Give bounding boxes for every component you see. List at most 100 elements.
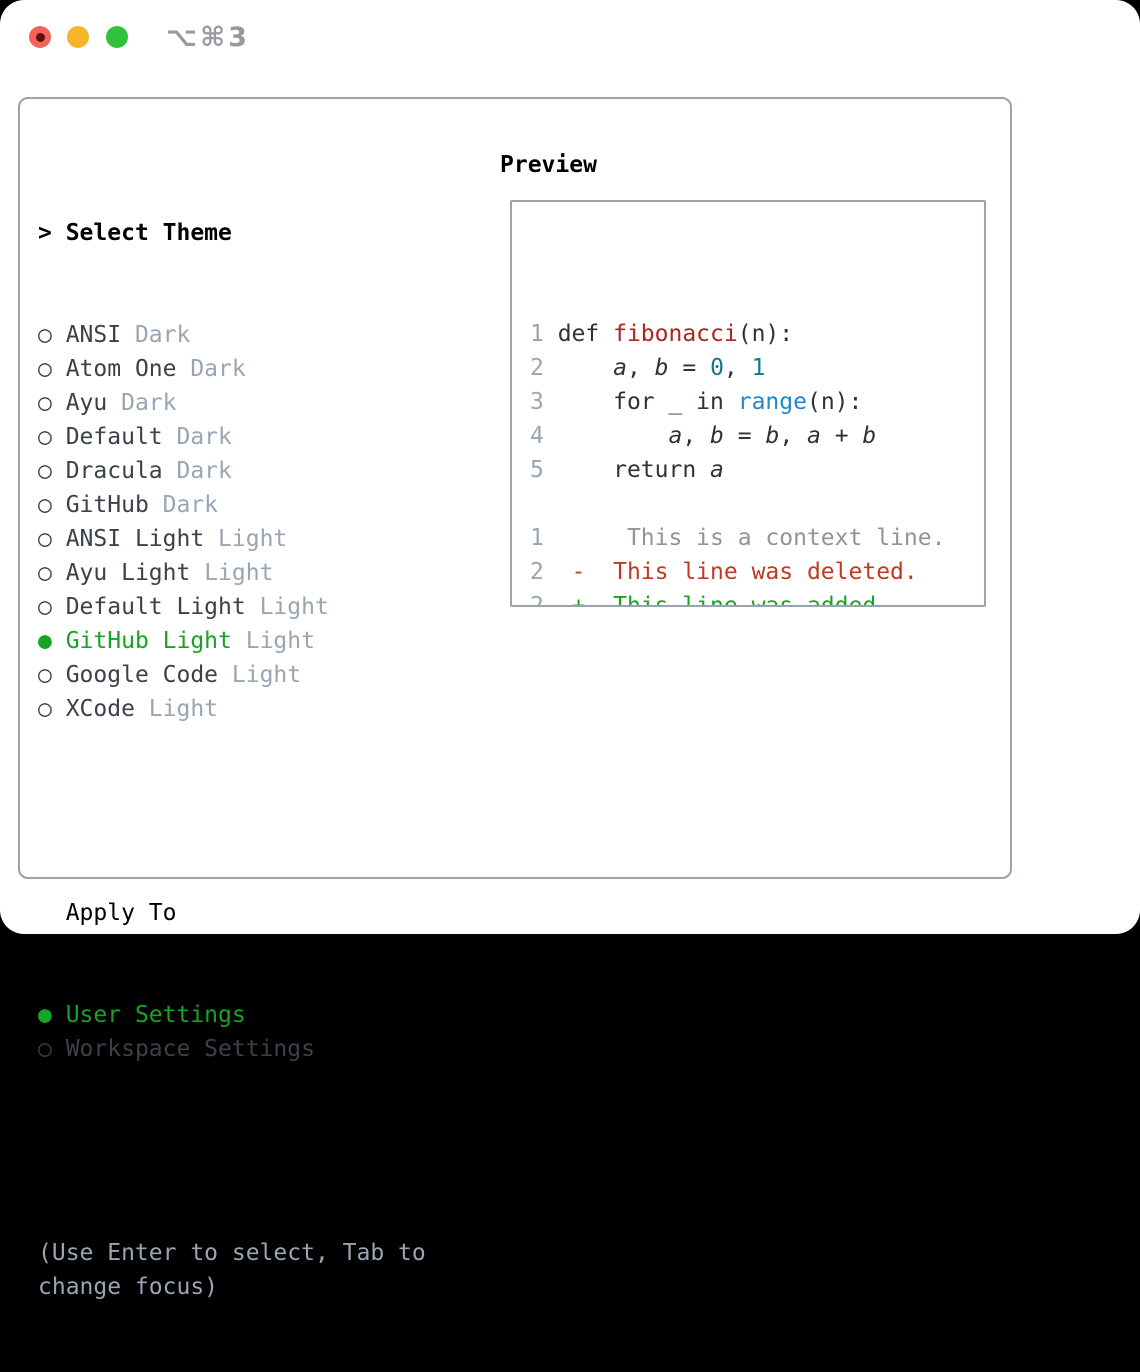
radio-icon: ○ [38,696,66,722]
theme-name: ANSI Light [65,526,219,552]
code-segment: for _ in [557,389,738,415]
theme-variant: Light [259,594,329,620]
radio-icon: ● [38,628,66,654]
theme-name: Default Light [65,594,260,620]
code-line: 5 return a [530,453,984,487]
code-segment [544,593,572,605]
apply-option-label: User Settings [65,1002,246,1028]
theme-variant: Light [204,560,274,586]
code-line: 1 def fibonacci(n): [530,317,984,351]
theme-item[interactable]: ○ Ayu Light Light [38,556,426,590]
theme-item[interactable]: ○ Default Dark [38,420,426,454]
code-line: 4 a, b = b, a + b [530,419,984,453]
code-segment: fibonacci [613,321,738,347]
apply-to-title: Apply To [65,900,177,926]
help-line: (Use Enter to select, Tab to [38,1240,426,1266]
code-segment: - This line was deleted. [571,559,918,585]
preview-title: Preview [500,152,597,178]
radio-icon: ○ [38,492,66,518]
theme-name: Default [65,424,177,450]
code-segment: + [820,423,863,449]
code-segment: (n): [737,321,794,347]
spacer [38,1134,426,1168]
theme-variant: Light [231,662,302,688]
theme-name: ANSI [65,322,135,348]
theme-variant: Dark [162,492,219,518]
radio-icon: ○ [38,458,66,484]
radio-icon: ○ [38,424,66,450]
code-segment: def [557,321,614,347]
theme-variant: Dark [121,390,177,416]
code-segment: , [723,355,752,381]
spacer [38,794,426,828]
radio-icon: ● [38,1002,66,1028]
minimize-button[interactable] [67,26,89,48]
theme-item[interactable]: ○ Default Light Light [38,590,426,624]
apply-option-label: Workspace Settings [65,1036,315,1062]
apply-option[interactable]: ● User Settings [38,998,426,1032]
theme-item[interactable]: ○ ANSI Light Light [38,522,426,556]
radio-icon: ○ [38,662,66,688]
code-segment [558,423,669,449]
theme-picker-panel: > Select Theme ○ ANSI Dark○ Atom One Dar… [18,97,1012,1300]
theme-item[interactable]: ○ Google Code Light [38,658,426,692]
code-segment: , [682,423,711,449]
theme-name: Ayu Light [65,560,205,586]
code-segment: b [765,423,780,449]
close-button[interactable] [29,26,51,48]
code-segment: range [737,389,807,415]
theme-item[interactable]: ○ Dracula Dark [38,454,426,488]
radio-icon: ○ [38,356,66,382]
code-segment: a [710,457,724,483]
code-line: 2 a, b = 0, 1 [530,351,984,385]
theme-item[interactable]: ○ Ayu Dark [38,386,426,420]
window-shortcut-label: ⌥⌘3 [166,22,250,53]
code-line [530,487,984,521]
radio-icon: ○ [38,390,66,416]
theme-list: ○ ANSI Dark○ Atom One Dark○ Ayu Dark○ De… [38,318,426,726]
cursor-arrow-icon: > [38,220,66,246]
code-line: 3 for _ in range(n): [530,385,984,419]
code-segment: b [710,423,724,449]
radio-icon: ○ [38,526,66,552]
code-segment: This is a context line. [543,525,946,551]
theme-name: Google Code [65,662,232,688]
code-segment: 2 [530,355,558,381]
code-segment: 0 [710,355,724,381]
code-segment: 1 [751,355,766,381]
theme-variant: Dark [134,322,191,348]
theme-name: Ayu [65,390,122,416]
theme-panel-title: > Select Theme [38,216,426,250]
code-segment: 3 [530,389,558,415]
maximize-button[interactable] [106,26,128,48]
apply-option[interactable]: ○ Workspace Settings [38,1032,426,1066]
code-line: 2 - This line was deleted. [530,555,984,589]
theme-name: XCode [65,696,149,722]
code-segment [544,559,572,585]
code-segment: b [654,355,669,381]
code-segment: 4 [530,423,558,449]
theme-variant: Dark [190,356,246,382]
theme-item[interactable]: ● GitHub Light Light [38,624,426,658]
theme-item[interactable]: ○ ANSI Dark [38,318,426,352]
radio-icon: ○ [38,560,66,586]
radio-icon: ○ [38,1036,66,1062]
theme-item[interactable]: ○ XCode Light [38,692,426,726]
code-line: 1 This is a context line. [530,521,984,555]
theme-name: Dracula [65,458,177,484]
theme-variant: Dark [176,424,232,450]
apply-to-list: ● User Settings○ Workspace Settings [38,998,426,1066]
code-segment: , [626,355,655,381]
theme-item[interactable]: ○ GitHub Dark [38,488,426,522]
code-segment: 1 [530,321,558,347]
code-segment: a [613,355,627,381]
code-segment [558,355,613,381]
theme-variant: Light [218,526,288,552]
theme-variant: Light [245,628,315,654]
theme-variant: Light [148,696,219,722]
theme-item[interactable]: ○ Atom One Dark [38,352,426,386]
code-segment: a [807,423,821,449]
theme-name: GitHub [65,492,163,518]
